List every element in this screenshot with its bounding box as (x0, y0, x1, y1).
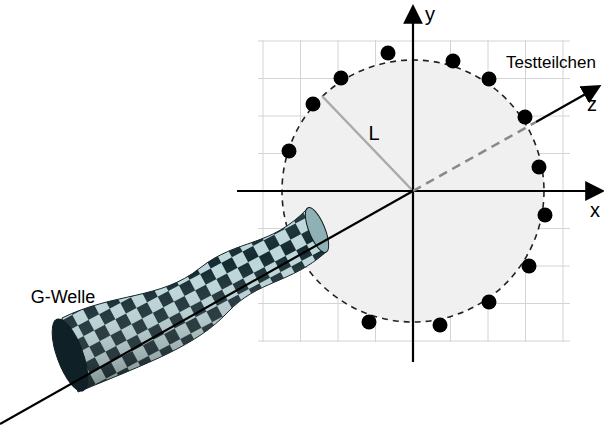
length-label: L (368, 123, 379, 143)
particles-label: Testteilchen (506, 54, 596, 71)
x-axis (237, 190, 601, 192)
axis-label: y (425, 4, 435, 24)
axis-label: x (590, 200, 600, 220)
test-particles (282, 46, 553, 333)
test-particle (433, 318, 448, 333)
test-particle (446, 54, 461, 69)
test-particle (538, 208, 553, 223)
z-axis (0, 191, 413, 424)
axis-label: z (587, 94, 597, 114)
test-particle (306, 97, 321, 112)
test-particle (532, 160, 547, 175)
test-particle (282, 144, 297, 159)
wave-label: G-Welle (31, 288, 96, 306)
y-axis (412, 8, 414, 362)
test-particle (522, 259, 537, 274)
test-particle (362, 315, 377, 330)
test-particle (518, 110, 533, 125)
test-particle (482, 295, 497, 310)
test-particle (334, 71, 349, 86)
radius-line (322, 96, 413, 191)
z-axis (536, 87, 598, 122)
test-particle (381, 46, 396, 61)
z-axis-dashed (413, 122, 536, 191)
test-particle (482, 72, 497, 87)
